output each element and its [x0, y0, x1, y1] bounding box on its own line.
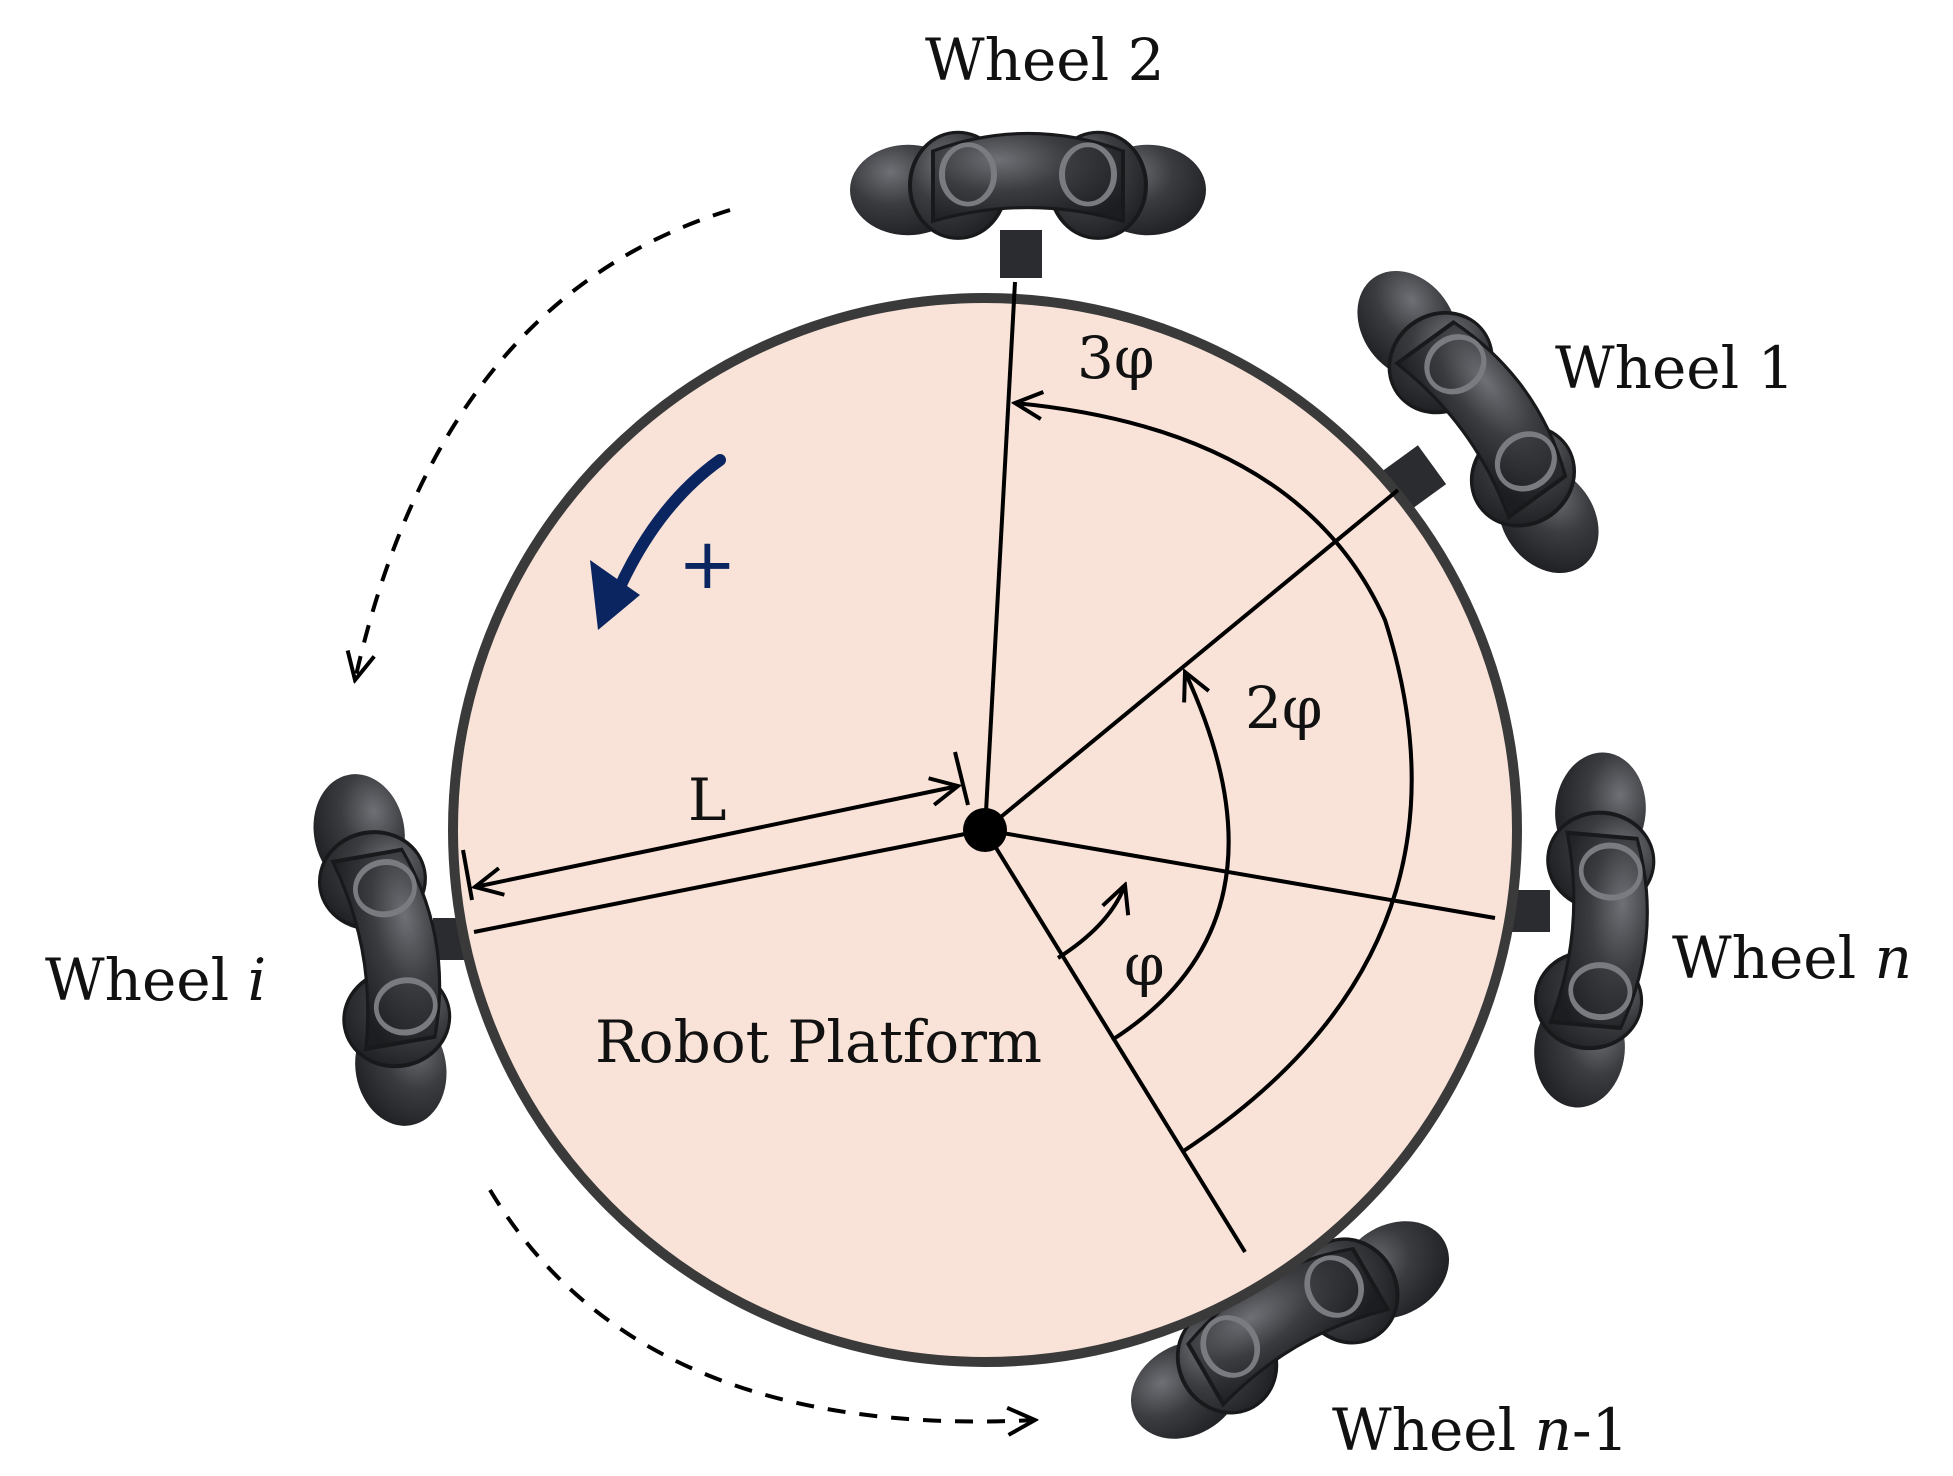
- arc-2phi: [1110, 672, 1231, 1042]
- omni-wheel-icon: [850, 132, 1206, 238]
- dashed-rotation-arrow-bottom: [488, 1188, 1035, 1421]
- wheel-1-label: Wheel 1: [1555, 334, 1795, 402]
- arc-phi: [1056, 885, 1125, 960]
- wheel-2-label: Wheel 2: [925, 26, 1165, 94]
- center-point: [963, 808, 1007, 852]
- wheel-1: [1334, 244, 1629, 594]
- rotation-sign: +: [678, 523, 737, 605]
- angle-arcs: [1015, 403, 1414, 1154]
- wheel-n: [1500, 748, 1663, 1112]
- arc-3phi: [1015, 403, 1414, 1154]
- angle-label-3phi: 3φ: [1077, 324, 1155, 392]
- platform-label: Robot Platform: [595, 1008, 1042, 1076]
- wheel-n-label: Wheel n: [1672, 924, 1912, 992]
- wheel-i-label: Wheel i: [45, 946, 266, 1014]
- dashed-rotation-arrow-top: [355, 208, 731, 680]
- angle-label-phi: φ: [1124, 931, 1165, 999]
- radius-label: L: [688, 766, 727, 834]
- length-dimension: [461, 751, 970, 901]
- angle-label-2phi: 2φ: [1245, 674, 1323, 742]
- wheel-2: [850, 132, 1206, 278]
- curved-arrow-icon: [590, 454, 726, 630]
- wheel-n-minus-1-label: Wheel n-1: [1332, 1396, 1628, 1464]
